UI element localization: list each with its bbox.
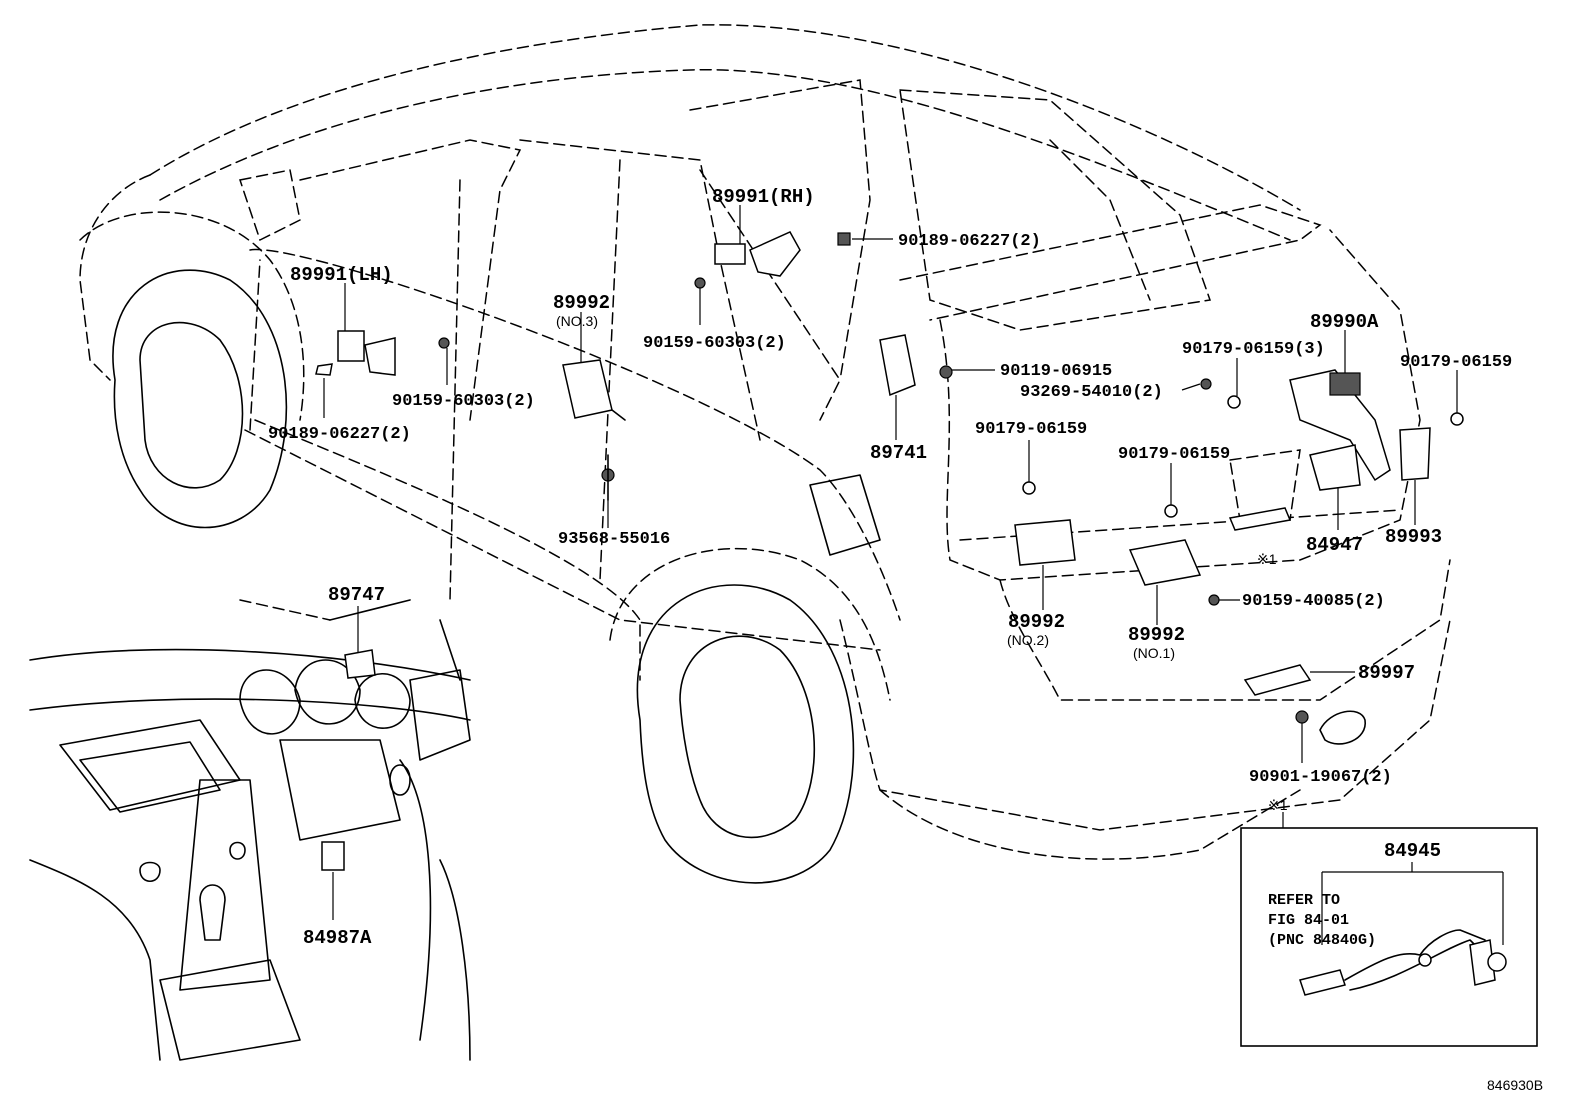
part-93269-clip <box>1200 378 1212 390</box>
leader-lines <box>323 205 1458 920</box>
part-90179-nut-low <box>1164 504 1178 518</box>
part-84987a <box>321 841 345 871</box>
inset-connector-part <box>1418 953 1432 967</box>
part-84945-handle <box>1228 507 1292 531</box>
label-no1: (NO.1) <box>1133 645 1175 661</box>
inset-refer-line3: (PNC 84840G) <box>1268 932 1376 949</box>
part-labels: 89991(RH) 90189-06227(2) 89991(LH) 89992… <box>268 186 1512 949</box>
part-89747 <box>344 649 376 679</box>
part-90901-clip <box>1295 710 1309 724</box>
label-89991-lh: 89991(LH) <box>290 264 393 286</box>
label-90159-top: 90159-60303(2) <box>643 334 786 353</box>
dashboard-outline <box>29 599 471 1061</box>
label-90119: 90119-06915 <box>1000 362 1112 381</box>
part-89992-no3 <box>562 359 613 419</box>
part-90179-nut-mid <box>1022 481 1036 495</box>
part-90159-screw-left <box>438 337 450 349</box>
part-90179-nut-right <box>1450 412 1464 426</box>
part-89990a-connector <box>1329 372 1361 396</box>
inset-frame <box>1240 827 1538 1047</box>
label-89993: 89993 <box>1385 526 1442 548</box>
inset-switch-part <box>1487 952 1507 972</box>
label-84947: 84947 <box>1306 534 1363 556</box>
inset-bracket-part <box>1469 939 1496 986</box>
label-90179-right: 90179-06159 <box>1400 353 1512 372</box>
label-89992-no3: 89992 <box>553 292 610 314</box>
part-89993 <box>1399 427 1431 481</box>
label-93269: 93269-54010(2) <box>1020 383 1163 402</box>
part-90159-40085-screw <box>1208 594 1220 606</box>
label-89741: 89741 <box>870 442 927 464</box>
inset-refer-line2: FIG 84-01 <box>1268 912 1349 929</box>
label-84987a: 84987A <box>303 927 372 949</box>
label-89747: 89747 <box>328 584 385 606</box>
label-no3: (NO.3) <box>556 313 598 329</box>
label-90901: 90901-19067(2) <box>1249 768 1392 787</box>
part-89997 <box>1243 664 1312 696</box>
part-89992-no2 <box>1014 519 1076 566</box>
label-90159-left: 90159-60303(2) <box>392 392 535 411</box>
label-90179-3: 90179-06159(3) <box>1182 340 1325 359</box>
label-90159-40085: 90159-40085(2) <box>1242 592 1385 611</box>
label-no2: (NO.2) <box>1007 632 1049 648</box>
part-89991-rh-bracket <box>749 231 801 277</box>
part-90119-nut <box>939 365 953 379</box>
part-90189-clip-lh <box>315 363 333 376</box>
part-89741 <box>879 334 916 397</box>
inset-refer-line1: REFER TO <box>1268 892 1340 909</box>
label-89992-no1: 89992 <box>1128 624 1185 646</box>
label-90189-rh: 90189-06227(2) <box>898 232 1041 251</box>
part-90179-nut-3 <box>1227 395 1241 409</box>
inset-84945: ※1 84945 REFER TO FIG 84-01 (PNC 84840G) <box>1240 797 1538 1047</box>
label-93568: 93568-55016 <box>558 530 670 549</box>
part-89992-no1 <box>1128 539 1202 586</box>
vehicle-outline <box>79 24 1451 884</box>
exhaust-pipe <box>1319 710 1366 745</box>
part-90159-screw-top <box>694 277 706 289</box>
label-90179-mid: 90179-06159 <box>975 420 1087 439</box>
part-89991-lh-bracket <box>364 337 396 376</box>
inset-handle-part <box>1299 969 1346 996</box>
label-89991-rh: 89991(RH) <box>712 186 815 208</box>
label-89992-no2: 89992 <box>1008 611 1065 633</box>
part-84947 <box>1309 444 1361 491</box>
figure-code: 846930B <box>1487 1077 1543 1093</box>
inset-note: ※1 <box>1268 797 1288 813</box>
label-note1: ※1 <box>1257 551 1277 567</box>
part-89991-lh-connector <box>337 330 365 362</box>
inset-part-number: 84945 <box>1384 840 1441 862</box>
label-90189-lh: 90189-06227(2) <box>268 425 411 444</box>
label-90179-low: 90179-06159 <box>1118 445 1230 464</box>
part-shapes <box>315 231 1464 871</box>
label-89997: 89997 <box>1358 662 1415 684</box>
part-90189-clip-rh <box>837 232 851 246</box>
label-89990a: 89990A <box>1310 311 1379 333</box>
part-89991-rh-connector <box>714 243 746 265</box>
